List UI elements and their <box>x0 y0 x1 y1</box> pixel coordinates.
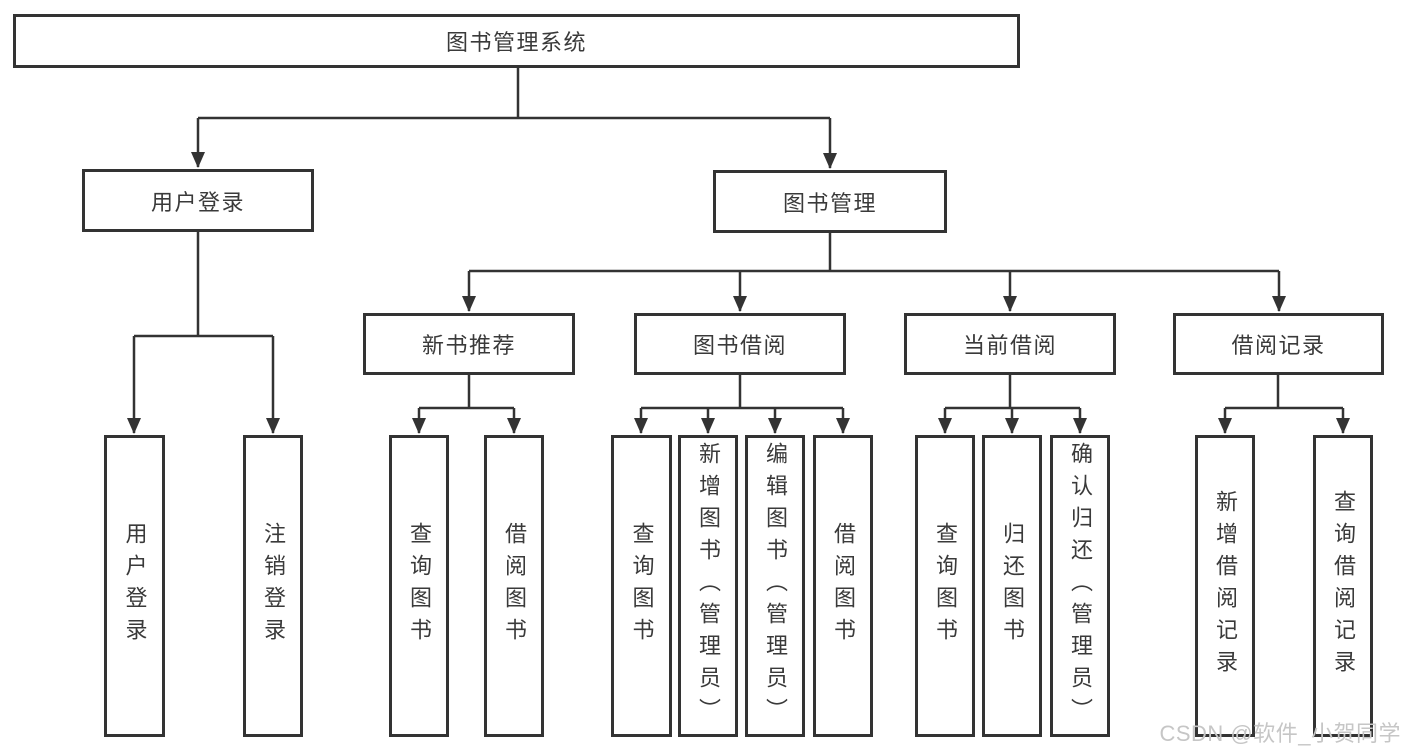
leaf-query-books-borrow: 查询图书 <box>611 435 672 737</box>
leaf-add-borrow-record: 新增借阅记录 <box>1195 435 1255 737</box>
node-label: 新书推荐 <box>421 333 516 358</box>
node-label: 用户登录 <box>122 522 148 650</box>
node-label: 用户登录 <box>150 189 245 215</box>
node-label: 归还图书 <box>1000 522 1025 650</box>
node-label: 编辑图书（管理员） <box>763 442 788 730</box>
leaf-edit-books-admin: 编辑图书（管理员） <box>745 435 805 737</box>
node-label: 借阅记录 <box>1231 333 1326 358</box>
node-label: 查询图书 <box>407 522 432 650</box>
connector-spine-book-management <box>469 233 1279 273</box>
node-label: 查询图书 <box>629 522 655 650</box>
node-label: 查询借阅记录 <box>1331 490 1356 682</box>
node-borrow-records: 借阅记录 <box>1173 313 1384 375</box>
connector-spine-book-borrow <box>641 375 843 410</box>
leaf-user-login: 用户登录 <box>104 435 165 737</box>
node-library-management-system: 图书管理系统 <box>13 14 1020 68</box>
node-book-management: 图书管理 <box>713 170 947 233</box>
node-label: 借阅图书 <box>502 522 527 650</box>
leaf-borrow-books-recommend: 借阅图书 <box>484 435 544 737</box>
connector-spine-borrow-records <box>1225 375 1343 410</box>
leaf-logout: 注销登录 <box>243 435 303 737</box>
node-label: 新增借阅记录 <box>1213 490 1238 682</box>
node-current-borrow: 当前借阅 <box>904 313 1116 375</box>
node-label: 借阅图书 <box>831 522 856 650</box>
node-label: 注销登录 <box>261 522 286 650</box>
connector-spine-new-book <box>419 375 514 410</box>
leaf-add-books-admin: 新增图书（管理员） <box>678 435 738 737</box>
leaf-query-books-current: 查询图书 <box>915 435 975 737</box>
node-label: 查询图书 <box>933 522 958 650</box>
node-user-login: 用户登录 <box>82 169 314 232</box>
node-book-borrow: 图书借阅 <box>634 313 846 375</box>
node-label: 当前借阅 <box>962 333 1057 358</box>
leaf-confirm-return-admin: 确认归还（管理员） <box>1050 435 1110 737</box>
connector-spine-current-borrow <box>945 375 1080 410</box>
node-label: 确认归还（管理员） <box>1068 442 1093 730</box>
leaf-query-books-recommend: 查询图书 <box>389 435 449 737</box>
leaf-query-borrow-record: 查询借阅记录 <box>1313 435 1373 737</box>
connector-spine-root <box>198 68 830 120</box>
csdn-watermark: CSDN @软件_小贺同学 <box>1159 721 1401 746</box>
connector-spine-user-login <box>134 232 273 338</box>
node-label: 图书管理 <box>782 190 877 216</box>
node-label: 新增图书（管理员） <box>696 442 721 730</box>
leaf-borrow-books: 借阅图书 <box>813 435 873 737</box>
node-new-book-recommend: 新书推荐 <box>363 313 575 375</box>
node-label: 图书借阅 <box>692 333 787 358</box>
leaf-return-books: 归还图书 <box>982 435 1042 737</box>
node-label: 图书管理系统 <box>445 30 587 55</box>
